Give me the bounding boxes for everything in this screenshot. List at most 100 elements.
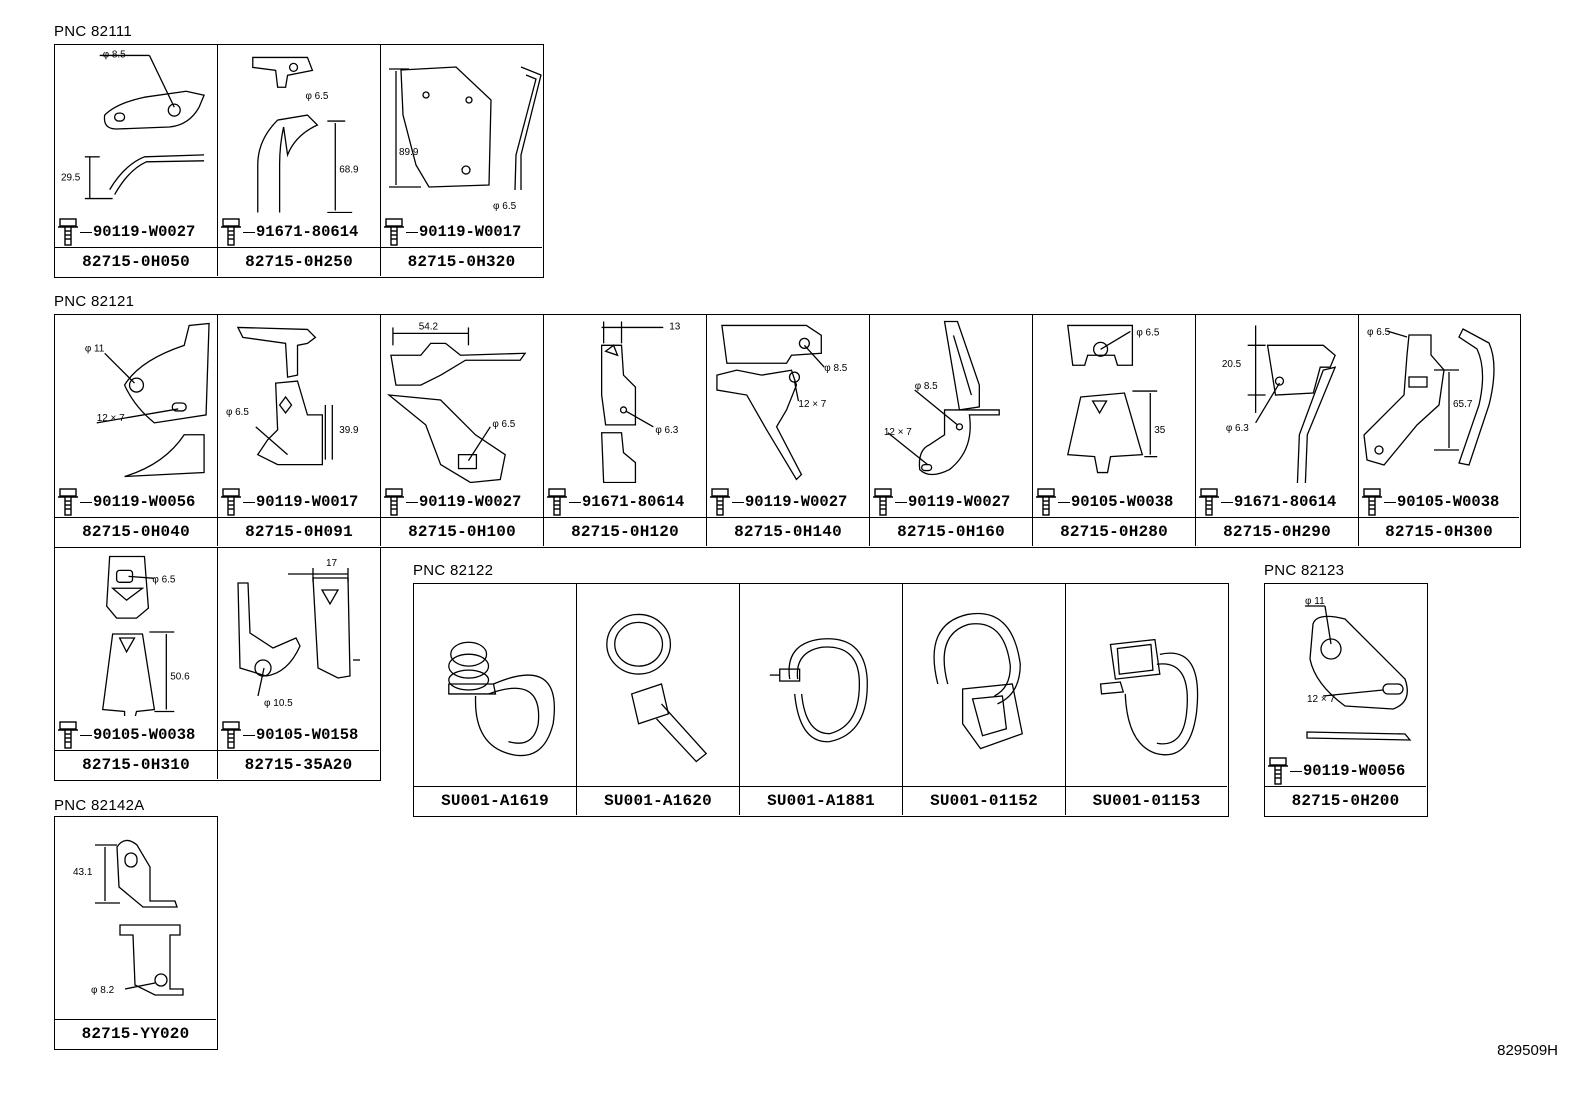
part-cell[interactable]: φ 6.5 50.6 90105-W0038 82715-0H310 <box>55 548 218 779</box>
part-number[interactable]: 82715-0H140 <box>707 517 869 546</box>
part-number[interactable]: 82715-0H250 <box>218 247 380 276</box>
bracket-drawing: φ 11 12 × 7 <box>1265 584 1426 752</box>
dim-label: 39.9 <box>339 425 359 436</box>
dim-label: 17 <box>326 558 338 569</box>
clip-drawing <box>1066 584 1227 787</box>
flange-bolt-icon <box>58 218 78 246</box>
part-number[interactable]: SU001-01152 <box>903 786 1065 815</box>
flange-bolt-icon <box>384 488 404 516</box>
diagram-id: 829509H <box>1497 1042 1558 1059</box>
part-number[interactable]: 82715-35A20 <box>218 750 379 779</box>
group-label-82123: PNC 82123 <box>1264 562 1345 579</box>
dim-label: φ 8.5 <box>824 363 847 374</box>
dim-label: φ 10.5 <box>264 698 293 709</box>
part-number[interactable]: 82715-0H050 <box>55 247 217 276</box>
part-cell[interactable]: 54.2 φ 6.5 90119-W0027 82715-0H100 <box>381 315 544 546</box>
clip-drawing <box>740 584 902 787</box>
part-number[interactable]: SU001-01153 <box>1066 786 1227 815</box>
part-cell[interactable]: SU001-01153 <box>1066 584 1227 815</box>
dim-label: φ 6.5 <box>493 201 517 212</box>
fastener-part-number: 90119-W0017 <box>419 223 522 241</box>
flange-bolt-icon <box>221 488 241 516</box>
part-cell[interactable]: φ 6.5 68.9 91671-80614 82715-0H250 <box>218 45 381 276</box>
dim-label: 68.9 <box>339 165 359 176</box>
flange-bolt-icon <box>384 218 404 246</box>
part-cell[interactable]: φ 6.5 35 90105-W0038 82715-0H280 <box>1033 315 1196 546</box>
fastener-callout: 90119-W0027 <box>383 487 521 517</box>
part-number[interactable]: 82715-0H300 <box>1359 517 1519 546</box>
part-cell[interactable]: 89.9 φ 6.5 90119-W0017 82715-0H320 <box>381 45 542 276</box>
part-number[interactable]: 82715-0H160 <box>870 517 1032 546</box>
part-cell[interactable]: 43.1 φ 8.2 82715-YY020 <box>55 817 216 1048</box>
part-cell[interactable]: φ 11 12 × 7 90119-W0056 82715-0H040 <box>55 315 218 546</box>
dim-label: 43.1 <box>73 867 93 878</box>
part-cell[interactable]: SU001-A1619 <box>414 584 577 815</box>
bracket-drawing: 54.2 φ 6.5 <box>381 315 543 483</box>
part-number[interactable]: 82715-0H320 <box>381 247 542 276</box>
part-cell[interactable]: φ 6.5 65.7 90105-W0038 82715-0H300 <box>1359 315 1519 546</box>
flange-bolt-icon <box>1268 757 1288 785</box>
fastener-part-number: 90119-W0017 <box>256 493 359 511</box>
fastener-callout: 90105-W0038 <box>1035 487 1173 517</box>
part-cell[interactable]: SU001-A1620 <box>577 584 740 815</box>
part-number[interactable]: SU001-A1620 <box>577 786 739 815</box>
bracket-drawing: φ 8.5 12 × 7 <box>707 315 869 483</box>
dim-label: φ 8.5 <box>915 381 938 392</box>
fastener-part-number: 90119-W0056 <box>1303 762 1406 780</box>
dim-label: φ 6.5 <box>152 574 175 585</box>
flange-bolt-icon <box>1362 488 1382 516</box>
group-label-82121: PNC 82121 <box>54 293 135 310</box>
part-number[interactable]: 82715-0H040 <box>55 517 217 546</box>
part-number[interactable]: 82715-0H200 <box>1265 786 1426 815</box>
flange-bolt-icon <box>873 488 893 516</box>
fastener-part-number: 90119-W0056 <box>93 493 196 511</box>
fastener-callout: 90105-W0158 <box>220 720 358 750</box>
part-number[interactable]: 82715-0H091 <box>218 517 380 546</box>
dim-label: φ 6.3 <box>1226 423 1249 434</box>
part-cell[interactable]: 13 φ 6.3 91671-80614 82715-0H120 <box>544 315 707 546</box>
part-frame-82111: φ 8.5 29.5 90119-W0027 82715-0H050 φ 6.5… <box>54 44 544 278</box>
fastener-part-number: 90105-W0158 <box>256 726 359 744</box>
group-label-82142a: PNC 82142A <box>54 797 145 814</box>
dim-label: 89.9 <box>399 147 419 158</box>
part-frame-82121-cont: φ 6.5 50.6 90105-W0038 82715-0H310 17 <box>54 547 381 781</box>
group-label-82122: PNC 82122 <box>413 562 494 579</box>
part-number[interactable]: 82715-0H120 <box>544 517 706 546</box>
bracket-drawing: 13 φ 6.3 <box>544 315 706 483</box>
part-number[interactable]: 82715-YY020 <box>55 1019 216 1048</box>
dim-label: φ 11 <box>85 343 105 354</box>
part-cell[interactable]: φ 11 12 × 7 90119-W0056 82715-0H200 <box>1265 584 1426 815</box>
dim-label: 54.2 <box>419 321 439 332</box>
part-cell[interactable]: SU001-01152 <box>903 584 1066 815</box>
bracket-drawing: φ 6.5 39.9 <box>218 315 380 483</box>
part-number[interactable]: 82715-0H290 <box>1196 517 1358 546</box>
dim-label: 12 × 7 <box>798 399 826 410</box>
part-cell[interactable]: φ 6.5 39.9 90119-W0017 82715-0H091 <box>218 315 381 546</box>
dim-label: 12 × 7 <box>1307 694 1336 705</box>
dim-label: φ 11 <box>1305 596 1325 607</box>
part-cell[interactable]: φ 8.5 12 × 7 90119-W0027 82715-0H160 <box>870 315 1033 546</box>
part-cell[interactable]: 17 φ 10.5 90105-W0158 82715-35A20 <box>218 548 379 779</box>
part-number[interactable]: SU001-A1619 <box>414 786 576 815</box>
fastener-callout: 90119-W0027 <box>57 217 195 247</box>
part-number[interactable]: 82715-0H280 <box>1033 517 1195 546</box>
part-cell[interactable]: SU001-A1881 <box>740 584 903 815</box>
part-number[interactable]: SU001-A1881 <box>740 786 902 815</box>
dim-label: 20.5 <box>1222 359 1242 370</box>
fastener-part-number: 90105-W0038 <box>93 726 196 744</box>
part-number[interactable]: 82715-0H310 <box>55 750 217 779</box>
flange-bolt-icon <box>221 218 241 246</box>
fastener-callout: 90119-W0027 <box>872 487 1010 517</box>
flange-bolt-icon <box>58 488 78 516</box>
fastener-part-number: 91671-80614 <box>1234 493 1337 511</box>
fastener-callout: 90119-W0027 <box>709 487 847 517</box>
fastener-part-number: 90119-W0027 <box>745 493 848 511</box>
fastener-callout: 90105-W0038 <box>57 720 195 750</box>
part-number[interactable]: 82715-0H100 <box>381 517 543 546</box>
part-cell[interactable]: φ 8.5 29.5 90119-W0027 82715-0H050 <box>55 45 218 276</box>
bracket-drawing: φ 8.5 29.5 <box>55 45 217 213</box>
dim-label: φ 6.5 <box>226 407 249 418</box>
fastener-part-number: 90105-W0038 <box>1071 493 1174 511</box>
part-cell[interactable]: φ 8.5 12 × 7 90119-W0027 82715-0H140 <box>707 315 870 546</box>
part-cell[interactable]: 20.5 φ 6.3 91671-80614 82715-0H290 <box>1196 315 1359 546</box>
